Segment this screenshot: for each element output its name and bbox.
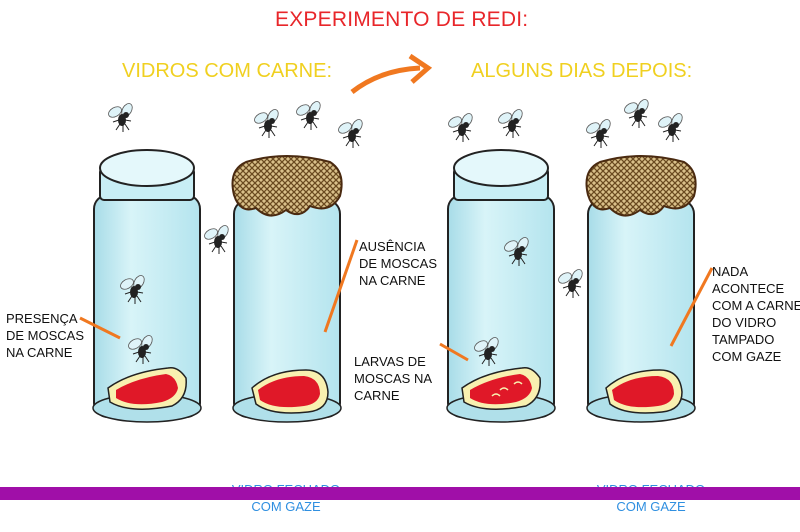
caption-jar-3: VIDRO ABERTO: [444, 452, 556, 520]
fly-icon: [656, 111, 685, 143]
fly-icon: [252, 107, 281, 139]
heading-right: ALGUNS DIAS DEPOIS:: [471, 60, 693, 82]
jar-4-covered: [585, 155, 697, 423]
fly-icon: [446, 111, 475, 143]
fly-icon: [584, 117, 613, 149]
fly-icon: [336, 117, 365, 149]
fly-icon: [496, 107, 525, 139]
gauze-cover: [585, 155, 697, 217]
fly-icon: [556, 267, 585, 299]
fly-icon: [622, 97, 651, 129]
jar-3-open: [446, 149, 556, 423]
jar-2-covered: [231, 155, 343, 423]
pointer-line: [439, 342, 469, 362]
jar-1-open: [92, 149, 202, 423]
fly-icon: [202, 223, 231, 255]
pointer-line: [323, 239, 359, 333]
bottom-bar: [0, 487, 800, 500]
diagram-title: EXPERIMENTO DE REDI:: [275, 8, 529, 31]
gauze-cover: [231, 155, 343, 217]
pointer-line: [79, 316, 121, 340]
heading-left: VIDROS COM CARNE:: [122, 60, 333, 82]
fly-icon: [106, 101, 135, 133]
redi-experiment-illustration: [79, 53, 714, 423]
arrow-icon: [350, 65, 421, 94]
pointer-line: [669, 267, 714, 347]
fly-icon: [294, 99, 323, 131]
caption-jar-1: VIDRO ABERTO: [86, 452, 198, 520]
